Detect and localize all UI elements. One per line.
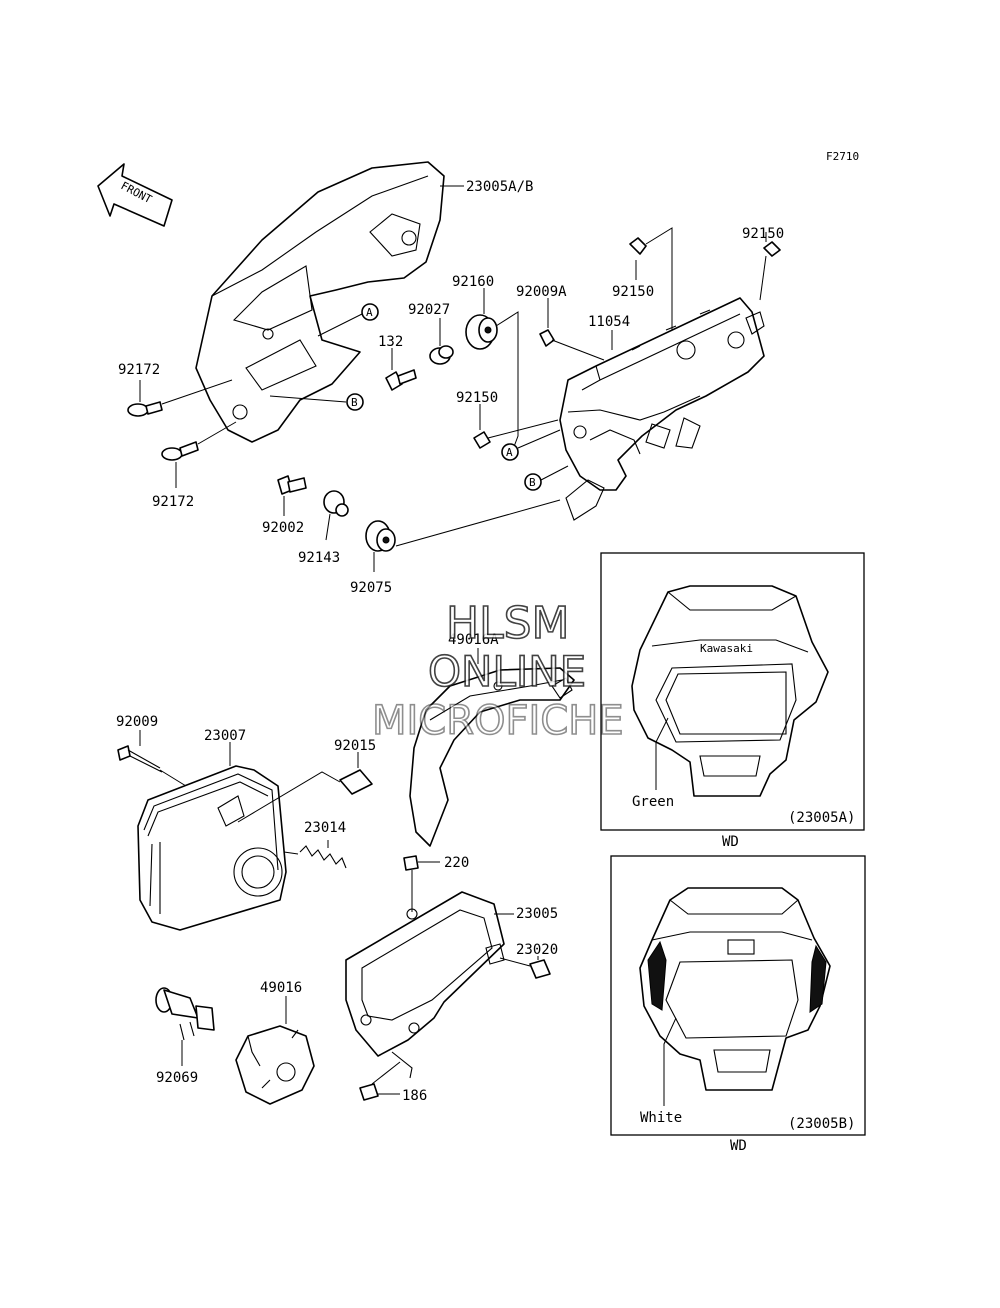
label-92027: 92027: [408, 302, 450, 318]
watermark-line1: HLSM: [446, 598, 570, 649]
inset-b-wire-label: White: [640, 1110, 682, 1126]
label-92015: 92015: [334, 738, 376, 754]
screw-92150-lower: [473, 419, 559, 449]
nut-23020: [499, 957, 551, 979]
label-92002: 92002: [262, 520, 304, 536]
inset-b-caption: WD: [730, 1138, 747, 1154]
label-186: 186: [402, 1088, 427, 1104]
watermark-line2: ONLINE: [428, 647, 586, 696]
screw-92009: [117, 745, 187, 787]
grommet-92160: [465, 314, 498, 350]
label-23020: 23020: [516, 942, 558, 958]
label-92150-lower: 92150: [456, 390, 498, 406]
screw-92009a: [539, 329, 605, 361]
figure-code: F2710: [826, 150, 859, 163]
watermark-line3: MICROFICHE: [372, 698, 624, 744]
headlight-cowl: [195, 161, 445, 443]
label-92172-upper: 92172: [118, 362, 160, 378]
label-92075: 92075: [350, 580, 392, 596]
ref-b-cowl: B: [269, 393, 364, 411]
svg-text:A: A: [366, 306, 373, 319]
bulb-92069: [155, 987, 215, 1041]
label-92009a: 92009A: [516, 284, 567, 300]
svg-text:A: A: [506, 446, 513, 459]
svg-text:B: B: [351, 396, 358, 409]
label-49016: 49016: [260, 980, 302, 996]
label-220: 220: [444, 855, 469, 871]
label-92160: 92160: [452, 274, 494, 290]
front-arrow-icon: FRONT: [97, 163, 173, 227]
screw-92172-upper: [127, 379, 233, 417]
bolt-92002: [277, 475, 307, 495]
collar-92027: [429, 345, 454, 365]
bolt-132: [385, 369, 417, 391]
inset-23005b: White (23005B): [610, 855, 866, 1136]
bracket-11054: [559, 297, 765, 521]
inset-b-code: (23005B): [788, 1116, 855, 1132]
headlight-unit-23007: [137, 765, 287, 931]
inset-23005a: Kawasaki Green (23005A): [600, 552, 865, 831]
label-92150-right: 92150: [742, 226, 784, 242]
label-92143: 92143: [298, 550, 340, 566]
screw-92150-right: [759, 241, 781, 301]
label-92069: 92069: [156, 1070, 198, 1086]
ref-a-bracket: A: [501, 429, 561, 461]
label-132: 132: [378, 334, 403, 350]
inset-a-brand: Kawasaki: [700, 642, 753, 655]
screw-92172-lower: [161, 421, 237, 461]
label-23005ab: 23005A/B: [466, 179, 533, 195]
inset-a-code: (23005A): [788, 810, 855, 826]
label-92172-lower: 92172: [152, 494, 194, 510]
headlight-frame-23005: [345, 891, 505, 1079]
inset-a-caption: WD: [722, 834, 739, 850]
svg-text:B: B: [529, 476, 536, 489]
ref-a-cowl: A: [317, 303, 379, 337]
screw-220: [403, 855, 440, 912]
label-92150-top: 92150: [612, 284, 654, 300]
label-11054: 11054: [588, 314, 630, 330]
cover-49016a: [409, 667, 575, 847]
label-92009: 92009: [116, 714, 158, 730]
grommet-92075: [365, 499, 561, 552]
ref-b-bracket: B: [524, 465, 569, 491]
label-23007: 23007: [204, 728, 246, 744]
inset-a-wire-label: Green: [632, 794, 674, 810]
label-23014: 23014: [304, 820, 346, 836]
spring-23014: [283, 845, 347, 869]
screw-92150-top: [629, 227, 673, 330]
clip-92015: [237, 769, 373, 823]
cap-49016: [235, 1025, 315, 1105]
label-49016a: 49016A: [448, 632, 499, 648]
collar-92143: [323, 490, 349, 517]
label-23005: 23005: [516, 906, 558, 922]
watermark: HLSM ONLINE MICROFICHE: [371, 597, 624, 745]
screw-186: [359, 1061, 401, 1101]
